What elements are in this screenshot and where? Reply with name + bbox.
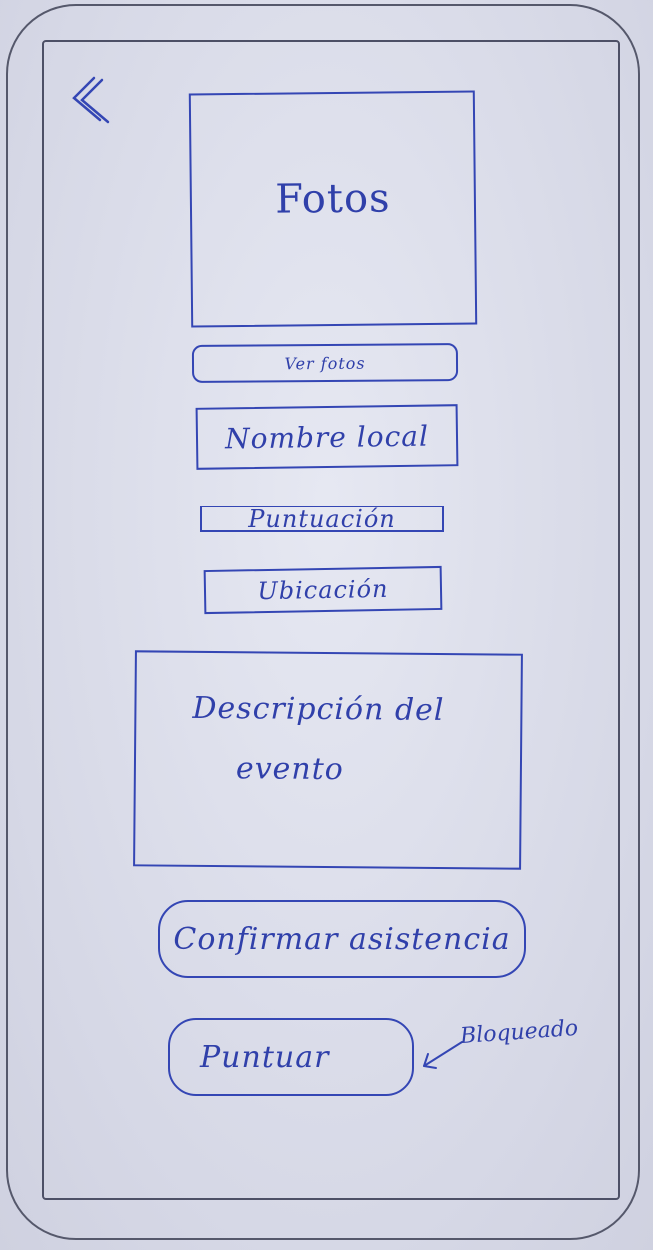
confirm-attendance-button[interactable]: Confirmar asistencia <box>158 900 526 978</box>
back-button[interactable] <box>64 70 120 126</box>
event-description-line1: Descripción del <box>192 690 445 729</box>
location-label: Ubicación <box>257 574 389 606</box>
location-field[interactable]: Ubicación <box>203 565 443 615</box>
photo-gallery-placeholder[interactable]: Fotos <box>188 90 478 328</box>
event-description: Descripción del evento <box>133 650 523 870</box>
double-chevron-left-icon <box>72 76 110 124</box>
phone-frame <box>6 4 640 1240</box>
venue-name-label: Nombre local <box>224 419 430 455</box>
phone-screen <box>42 40 620 1200</box>
rating-field: Puntuación <box>200 504 444 533</box>
event-description-line2: evento <box>235 751 344 788</box>
rate-label: Puntuar <box>200 1039 330 1075</box>
rate-button: Puntuar <box>168 1018 414 1096</box>
view-photos-button[interactable]: Ver fotos <box>191 343 459 383</box>
photo-gallery-label: Fotos <box>274 175 391 223</box>
arrow-left-icon <box>423 1041 463 1069</box>
confirm-attendance-label: Confirmar asistencia <box>173 921 511 957</box>
venue-name-field: Nombre local <box>195 404 459 470</box>
rating-label: Puntuación <box>248 504 396 533</box>
view-photos-label: Ver fotos <box>284 353 366 373</box>
